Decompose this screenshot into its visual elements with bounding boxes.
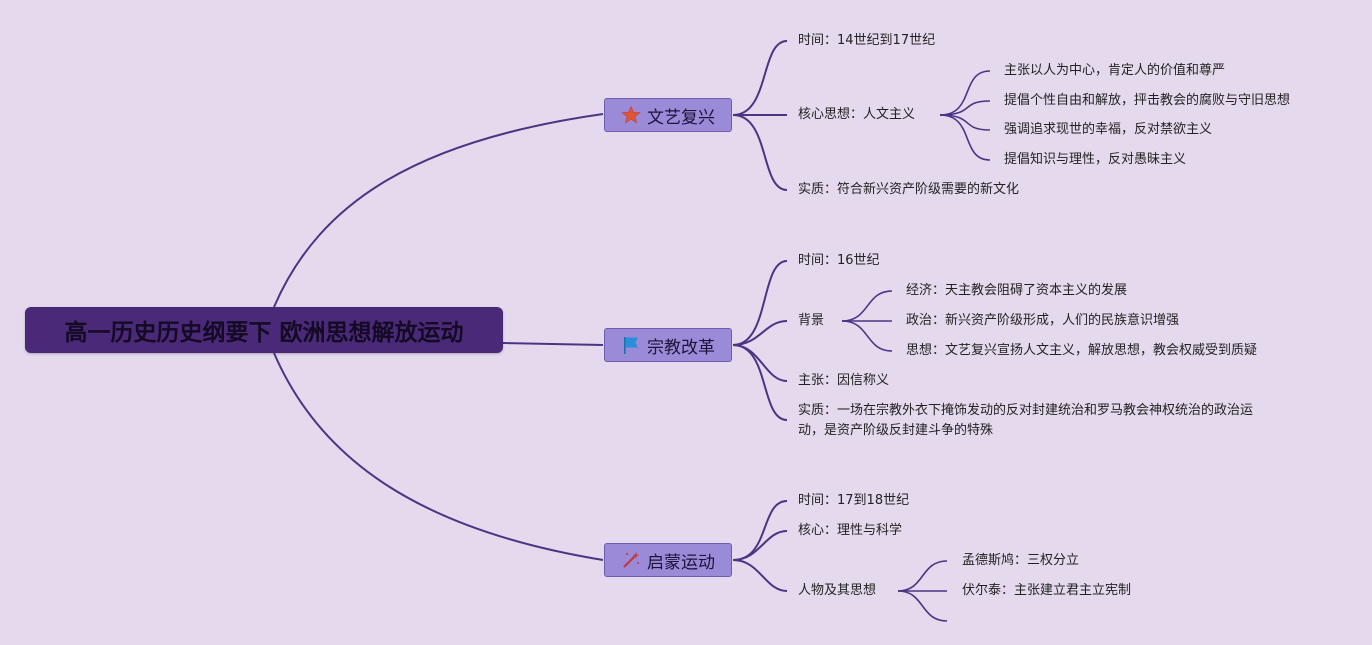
renaissance-core-point[interactable]: 主张以人为中心，肯定人的价值和尊严	[1004, 63, 1226, 78]
reformation-background[interactable]: 背景	[798, 313, 825, 328]
link-enlightenment-core	[732, 530, 788, 561]
renaissance-core-point[interactable]: 强调追求现世的幸福，反对禁欲主义	[1004, 122, 1213, 137]
magic-wand-icon	[621, 550, 641, 570]
branch-label: 宗教改革	[647, 337, 715, 358]
enlightenment-core[interactable]: 核心：理性与科学	[798, 523, 903, 538]
link-background-point-1	[841, 290, 893, 322]
enlightenment-people-point[interactable]: 伏尔泰：主张建立君主立宪制	[962, 583, 1132, 598]
link-root-enlightenment	[273, 352, 604, 561]
branch-label: 文艺复兴	[647, 107, 715, 128]
branch-enlightenment[interactable]: 启蒙运动	[604, 543, 732, 577]
link-core-point-2	[939, 100, 991, 116]
link-core-point-1	[939, 70, 991, 116]
link-reformation-essence	[732, 344, 788, 421]
root-title: 高一历史历史纲要下 欧洲思想解放运动	[64, 320, 464, 346]
star-icon	[621, 105, 641, 125]
branch-reformation[interactable]: 宗教改革	[604, 328, 732, 362]
flag-icon	[621, 335, 641, 355]
reformation-essence-line-2[interactable]: 动，是资产阶级反封建斗争的特殊	[798, 423, 994, 438]
branch-renaissance[interactable]: 文艺复兴	[604, 98, 732, 132]
enlightenment-people-point[interactable]: 孟德斯鸠：三权分立	[962, 553, 1080, 568]
link-renaissance-essence	[732, 114, 788, 191]
link-core-point-4	[939, 114, 991, 161]
link-core-point-3	[939, 114, 991, 131]
reformation-time[interactable]: 时间：16世纪	[798, 253, 880, 268]
link-people-point-1	[897, 560, 948, 592]
link-renaissance-time	[732, 40, 788, 116]
link-enlightenment-time	[732, 500, 788, 561]
link-background-point-3	[841, 320, 893, 352]
reformation-claim[interactable]: 主张：因信称义	[798, 373, 890, 388]
reformation-background-point[interactable]: 经济：天主教会阻碍了资本主义的发展	[906, 283, 1128, 298]
branch-label: 启蒙运动	[647, 552, 715, 573]
root-topic[interactable]: 高一历史历史纲要下 欧洲思想解放运动	[25, 307, 503, 353]
enlightenment-people[interactable]: 人物及其思想	[798, 583, 877, 598]
link-reformation-time	[732, 260, 788, 346]
link-reformation-claim	[732, 344, 788, 382]
enlightenment-time[interactable]: 时间：17到18世纪	[798, 493, 910, 508]
renaissance-core-point[interactable]: 提倡知识与理性，反对愚昧主义	[1004, 152, 1187, 167]
link-people-point-3	[897, 590, 948, 622]
renaissance-essence[interactable]: 实质：符合新兴资产阶级需要的新文化	[798, 182, 1020, 197]
reformation-background-point[interactable]: 思想：文艺复兴宣扬人文主义，解放思想，教会权威受到质疑	[906, 343, 1258, 358]
renaissance-time[interactable]: 时间：14世纪到17世纪	[798, 33, 936, 48]
link-root-reformation	[502, 342, 604, 346]
link-enlightenment-people	[732, 559, 788, 592]
reformation-essence-line-1[interactable]: 实质：一场在宗教外衣下掩饰发动的反对封建统治和罗马教会神权统治的政治运	[798, 403, 1254, 418]
renaissance-core[interactable]: 核心思想：人文主义	[798, 107, 916, 122]
link-reformation-background	[732, 320, 788, 346]
reformation-background-point[interactable]: 政治：新兴资产阶级形成，人们的民族意识增强	[906, 313, 1180, 328]
renaissance-core-point[interactable]: 提倡个性自由和解放，抨击教会的腐败与守旧思想	[1004, 93, 1291, 108]
link-root-renaissance	[273, 113, 604, 308]
